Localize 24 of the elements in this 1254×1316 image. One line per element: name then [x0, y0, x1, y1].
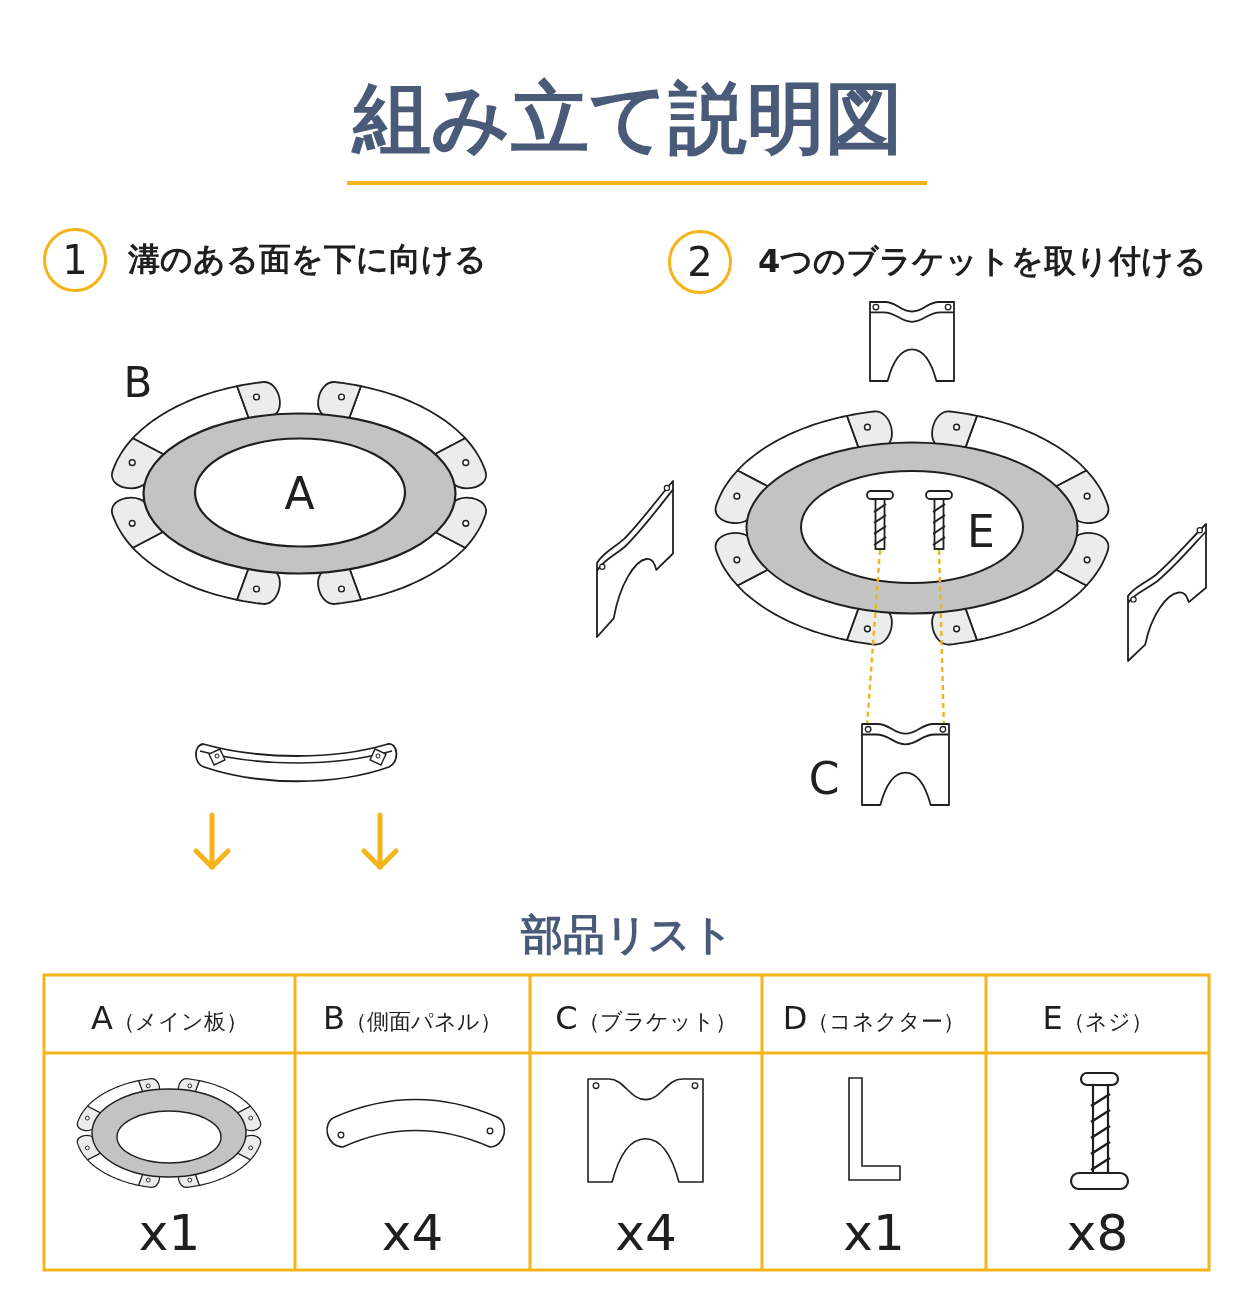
column-header: B（側面パネル）: [323, 998, 502, 1038]
step-heading: 4つのブラケットを取り付ける: [758, 241, 1208, 281]
quantity: x4: [381, 1203, 444, 1263]
screw: [866, 490, 894, 550]
quantity: x8: [1066, 1203, 1129, 1263]
dashed-guide-line: [866, 549, 882, 724]
column-header: A（メイン板）: [91, 998, 248, 1038]
part-letter: C: [808, 752, 840, 806]
quantity: x4: [615, 1203, 677, 1263]
dashed-guide-line: [937, 549, 945, 724]
quantity: x1: [138, 1203, 201, 1263]
screw: [925, 490, 953, 550]
quantity: x1: [843, 1203, 905, 1263]
column-header: C（ブラケット）: [555, 998, 737, 1038]
step-number: 1: [43, 228, 107, 292]
part-letter: E: [967, 505, 995, 559]
bracket: [861, 723, 950, 806]
column-header: E（ネジ）: [1042, 998, 1153, 1038]
title: 組み立て説明図: [353, 71, 903, 165]
part-letter: B: [123, 357, 153, 409]
step-heading: 溝のある面を下に向ける: [128, 239, 487, 279]
step-number: 2: [668, 230, 732, 294]
column-header: D（コネクター）: [782, 998, 966, 1038]
section-heading: 部品リスト: [520, 909, 734, 961]
